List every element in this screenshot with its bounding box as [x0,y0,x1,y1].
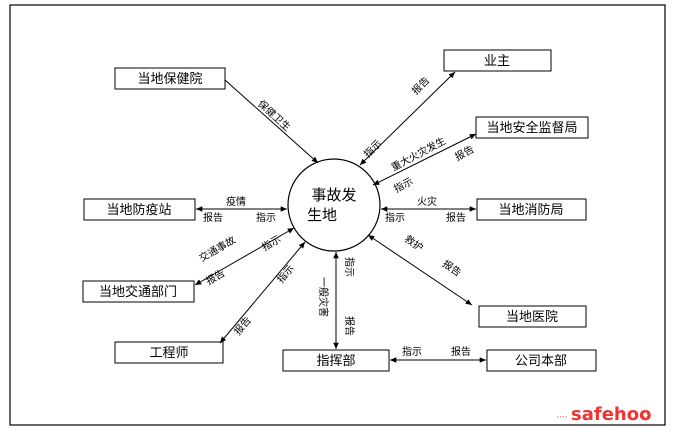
label-rescue: 救护 [402,232,426,254]
accident-site-line2: 生地 [307,206,337,224]
label-traffic-instruct: 指示 [259,232,283,253]
label-general-disaster: 一般灾害 [317,277,330,317]
label-epidemic-report: 报告 [203,211,223,224]
arrow-safety-bureau [372,133,477,186]
box-health-clinic-label: 当地保健院 [137,72,202,87]
box-health-clinic [114,67,226,90]
box-command [282,349,390,372]
box-fire-bureau-label: 当地消防局 [498,202,563,218]
svg-text:····: ···· [556,413,567,423]
box-safety-bureau [475,116,589,139]
label-health-care: 保健卫生 [255,97,293,133]
box-command-label: 指挥部 [316,354,355,369]
label-owner-report: 报告 [409,74,432,97]
watermark-text: safehoo [571,404,651,425]
box-fire-bureau [476,198,587,221]
label-safety-instruct: 指示 [391,174,415,195]
box-owner [443,49,552,72]
box-epidemic-station-label: 当地防疫站 [106,202,171,218]
box-epidemic-station [83,198,196,221]
label-safety-report: 报告 [452,142,476,163]
box-head-office [486,349,597,372]
label-command-report: 报告 [343,316,356,336]
box-engineer [114,341,224,364]
accident-site-line1: 事故发 [311,186,356,204]
svg-text:···: ··· [640,413,649,423]
outer-frame [9,4,666,426]
arrow-engineer [219,241,306,344]
box-transport-dept-label: 当地交通部门 [99,284,177,300]
label-command-instruct: 指示 [343,257,356,277]
label-traffic-report: 报告 [203,266,227,287]
box-hospital [478,305,587,328]
label-fire: 火灾 [417,195,437,208]
box-head-office-label: 公司本部 [515,354,567,369]
box-engineer-label: 工程师 [149,346,188,361]
label-epidemic-instruct: 指示 [256,211,276,224]
label-major-fire: 重大火灾发生 [389,134,448,174]
watermark: ···· safehoo ··· [556,404,651,425]
label-owner-instruct: 指示 [361,137,384,160]
label-office-report: 报告 [451,345,471,358]
label-office-instruct: 指示 [402,345,422,358]
box-owner-label: 业主 [484,54,510,69]
label-fire-instruct: 指示 [385,211,405,224]
label-fire-report: 报告 [446,211,466,224]
arrow-hospital [367,234,473,306]
label-engineer-instruct: 指示 [274,262,297,286]
arrow-health-clinic [224,79,319,164]
box-hospital-label: 当地医院 [506,310,558,325]
label-traffic-accident: 交通事故 [197,233,238,264]
label-hospital-report: 报告 [440,257,464,279]
accident-site-circle [287,158,381,252]
label-epidemic: 疫情 [226,195,246,208]
box-transport-dept [82,280,195,303]
box-safety-bureau-label: 当地安全监督局 [486,120,577,136]
